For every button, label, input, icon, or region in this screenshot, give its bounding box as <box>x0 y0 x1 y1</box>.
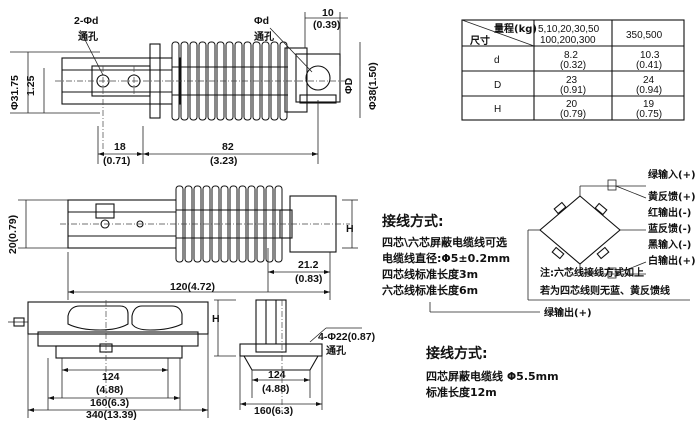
dim-H: H <box>346 223 354 235</box>
dim-4-phi-22: 4-Φ22(0.87) <box>318 331 375 343</box>
table-col1b: 100,200,300 <box>540 35 596 46</box>
dim-120: 120(4.72) <box>170 281 215 293</box>
dim-20: 20(0.79) <box>7 215 19 254</box>
table-header-range: 量程(kg) <box>494 22 537 35</box>
wiring-line-3: 四芯线标准长度3m <box>382 267 478 281</box>
label-through-hole-3: 通孔 <box>326 344 346 357</box>
table-col1: 5,10,20,30,50 <box>538 24 600 35</box>
wire-black-in: 黑输入(-) <box>648 238 691 251</box>
table-row-D-v2b: (0.94) <box>636 85 662 96</box>
dim-340: 340(13.39) <box>86 409 137 421</box>
dim-18-in: (0.71) <box>103 155 130 167</box>
dim-124-b-in: (4.88) <box>262 383 289 395</box>
wire-red-out: 红输出(-) <box>648 206 691 219</box>
label-through-hole-2: 通孔 <box>254 30 274 43</box>
wiring-note-2: 若为四芯线则无蓝、黄反馈线 <box>539 284 670 297</box>
spec-table: 量程(kg) 尺寸 5,10,20,30,50 100,200,300 350,… <box>461 19 685 121</box>
dim-phi-38: Φ38(1.50) <box>367 62 379 110</box>
wire-blue-feedback: 蓝反馈(-) <box>648 222 691 235</box>
dim-10: 10 <box>322 7 334 19</box>
wiring-block-1: 接线方式: 四芯\六芯屏蔽电缆线可选 电缆线直径:Φ5±0.2mm 四芯线标准长… <box>382 213 510 297</box>
dim-160-b: 160(6.3) <box>254 405 293 417</box>
table-col2: 350,500 <box>626 30 663 41</box>
dim-21-2-in: (0.83) <box>295 273 322 285</box>
top-view: 2-Φd 通孔 Φd 通孔 10 (0.39) Φ31.75 1.25 ΦD Φ… <box>9 7 379 167</box>
dim-82-in: (3.23) <box>210 155 237 167</box>
label-through-hole-1: 通孔 <box>78 30 98 43</box>
table-row-H-v1: 20 <box>566 99 578 110</box>
dim-160-a: 160(6.3) <box>90 397 129 409</box>
table-header-size: 尺寸 <box>470 34 490 47</box>
wiring-title-1: 接线方式: <box>382 213 444 230</box>
dim-H-2: H <box>212 313 220 325</box>
dim-124-a-in: (4.88) <box>96 384 123 396</box>
dim-18: 18 <box>114 141 126 153</box>
wire-green-out: 绿输出(+) <box>544 306 592 319</box>
dim-21-2: 21.2 <box>298 259 319 271</box>
label-phi-d: Φd <box>254 15 269 27</box>
table-row-D-v2: 24 <box>643 75 655 86</box>
wiring-line-5: 四芯屏蔽电缆线 Φ5.5mm <box>426 369 559 383</box>
dim-1-25: 1.25 <box>25 75 37 96</box>
table-row-H-v1b: (0.79) <box>560 109 586 120</box>
table-row-D-name: D <box>494 80 501 91</box>
table-row-H-v2b: (0.75) <box>636 109 662 120</box>
table-row-d-name: d <box>494 55 500 66</box>
table-row-d-v2: 10.3 <box>640 50 660 61</box>
table-row-H-v2: 19 <box>643 99 655 110</box>
dim-82: 82 <box>222 141 234 153</box>
bridge-circuit: 绿输入(+) 黄反馈(+) 红输出(-) 蓝反馈(-) 黑输入(-) 白输出(+… <box>429 168 696 319</box>
wiring-line-6: 标准长度12m <box>425 385 497 399</box>
table-row-d-v1b: (0.32) <box>560 60 586 71</box>
wiring-line-4: 六芯线标准长度6m <box>382 283 478 297</box>
label-2-phi-d: 2-Φd <box>74 15 98 27</box>
table-row-d-v2b: (0.41) <box>636 60 662 71</box>
wiring-note-1: 注:六芯线接线方式如上 <box>540 266 644 279</box>
wire-yellow-feedback: 黄反馈(+) <box>648 190 696 203</box>
mount-front-view: 124 (4.88) 160(6.3) 340(13.39) <box>8 300 209 421</box>
mount-side-view: H 4-Φ22(0.87) 通孔 124 (4.88) 160(6.3) <box>212 299 375 417</box>
dim-phi-31-75: Φ31.75 <box>9 75 21 110</box>
wiring-line-2: 电缆线直径:Φ5±0.2mm <box>382 251 510 265</box>
dim-phi-D: ΦD <box>343 77 355 94</box>
dim-10-in: (0.39) <box>313 19 340 31</box>
wiring-block-2: 接线方式: 四芯屏蔽电缆线 Φ5.5mm 标准长度12m <box>425 345 559 399</box>
table-row-H-name: H <box>494 104 501 115</box>
table-row-D-v1b: (0.91) <box>560 85 586 96</box>
table-row-d-v1: 8.2 <box>564 50 578 61</box>
wiring-line-1: 四芯\六芯屏蔽电缆线可选 <box>382 235 507 249</box>
dim-124-a: 124 <box>102 371 120 383</box>
wire-green-in: 绿输入(+) <box>648 168 696 181</box>
wiring-title-2: 接线方式: <box>426 345 488 362</box>
dim-124-b: 124 <box>268 369 286 381</box>
table-row-D-v1: 23 <box>566 75 578 86</box>
side-view: 20(0.79) H 21.2 (0.83) 120(4.72) <box>7 185 358 300</box>
wire-white-out: 白输出(+) <box>648 254 696 267</box>
